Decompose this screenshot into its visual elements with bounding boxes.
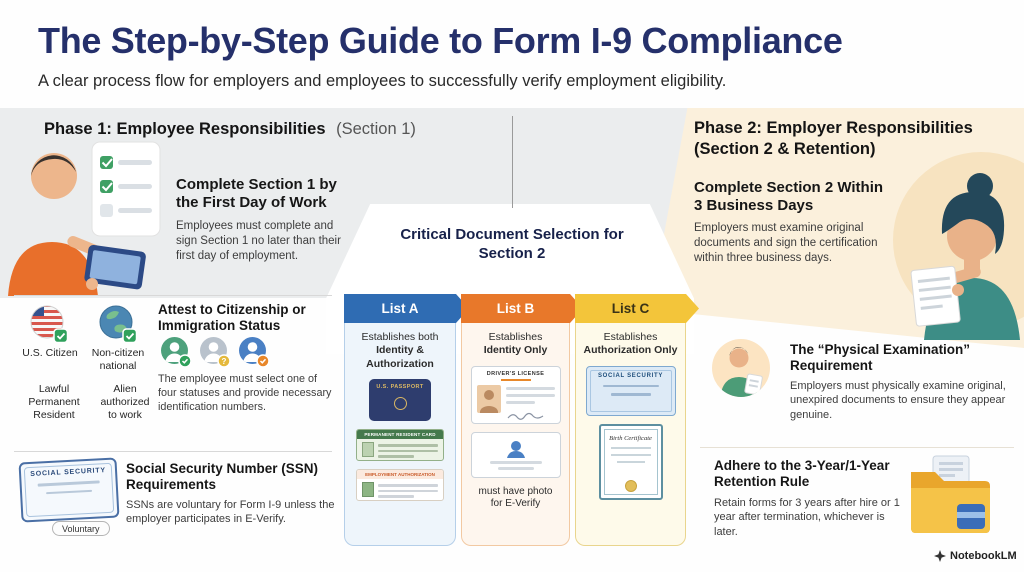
footer-brand: NotebookLM bbox=[934, 550, 1017, 562]
passport-icon: U.S. PASSPORT bbox=[369, 379, 431, 422]
checklist-icon bbox=[91, 141, 161, 237]
employment-authorization-card-icon: EMPLOYMENT AUTHORIZATION bbox=[356, 469, 444, 502]
check-badge-icon bbox=[53, 328, 69, 344]
social-security-card-icon: SOCIAL SECURITY bbox=[585, 365, 676, 416]
phase1-heading-text: Phase 1: Employee Responsibilities bbox=[44, 120, 326, 138]
list-a-header: List A bbox=[344, 294, 469, 323]
us-flag-icon bbox=[30, 305, 69, 344]
status-alien-authorized: Alien authorized to work bbox=[100, 383, 150, 422]
check-badge-icon bbox=[122, 328, 138, 344]
phase2-step1-body: Employers must examine original document… bbox=[694, 222, 878, 264]
phase1-step1-title: Complete Section 1 by the First Day of W… bbox=[176, 176, 337, 211]
phase1-heading-note: (Section 1) bbox=[336, 120, 416, 138]
page-title: The Step-by-Step Guide to Form I-9 Compl… bbox=[38, 20, 843, 61]
phase1-step2-body: The employee must select one of four sta… bbox=[158, 373, 332, 414]
photo-id-icon bbox=[470, 431, 561, 478]
phase2-step2-title: The “Physical Examination” Requirement bbox=[790, 342, 971, 373]
list-a-body: Establishes both Identity & Authorizatio… bbox=[344, 323, 456, 546]
phase1-step2-title: Attest to Citizenship or Immigration Sta… bbox=[158, 302, 306, 333]
drivers-license-icon: DRIVER'S LICENSE bbox=[470, 365, 561, 424]
phase2-step3-body: Retain forms for 3 years after hire or 1… bbox=[714, 497, 900, 538]
status-us-citizen: U.S. Citizen bbox=[22, 347, 78, 359]
permanent-resident-card-icon: PERMANENT RESIDENT CARD bbox=[356, 429, 444, 462]
page-subtitle: A clear process flow for employers and e… bbox=[38, 72, 727, 90]
globe-icon bbox=[99, 305, 138, 344]
avatar-green-check-icon bbox=[161, 337, 192, 368]
phase1-step3-body: SSNs are voluntary for Form I-9 unless t… bbox=[126, 499, 335, 526]
document-icon bbox=[744, 373, 763, 396]
person-silhouette-icon bbox=[506, 440, 525, 458]
avatar-question-icon: ? bbox=[200, 337, 231, 368]
list-c-desc: Establishes Authorization Only bbox=[583, 331, 678, 357]
phase1-step1-body: Employees must complete and sign Section… bbox=[176, 220, 341, 262]
folder-icon bbox=[911, 455, 990, 533]
status-noncitizen: Non-citizen national bbox=[91, 347, 145, 373]
list-c-column: List C Establishes Authorization Only SO… bbox=[575, 294, 686, 546]
question-badge-icon bbox=[217, 354, 231, 368]
list-b-column: List B Establishes Identity Only DRIVER'… bbox=[461, 294, 570, 546]
examiner-avatar-icon bbox=[712, 339, 770, 397]
divider bbox=[14, 295, 332, 296]
phase-divider-line bbox=[512, 116, 513, 208]
employer-illustration bbox=[893, 152, 1024, 340]
document-icon bbox=[910, 265, 961, 327]
social-security-card-icon: SOCIAL SECURITY bbox=[18, 457, 120, 523]
list-b-header: List B bbox=[461, 294, 583, 323]
document-selection-heading: Critical Document Selection for Section … bbox=[400, 226, 624, 262]
archive-box-icon bbox=[957, 504, 985, 529]
svg-text:?: ? bbox=[222, 357, 227, 366]
list-b-desc: Establishes Identity Only bbox=[483, 331, 548, 357]
list-b-body: Establishes Identity Only DRIVER'S LICEN… bbox=[461, 323, 570, 546]
status-lawful-resident: Lawful Permanent Resident bbox=[28, 383, 80, 422]
status-avatars: ? bbox=[160, 336, 270, 368]
list-c-body: Establishes Authorization Only SOCIAL SE… bbox=[575, 323, 686, 546]
phase2-heading-note: (Section 2 & Retention) bbox=[694, 139, 876, 158]
employee-tablet-illustration bbox=[8, 141, 161, 296]
voluntary-badge: Voluntary bbox=[52, 521, 110, 536]
avatar-blue-check-icon bbox=[239, 337, 270, 368]
phase2-step2-body: Employers must physically examine origin… bbox=[790, 380, 1006, 421]
phase2-heading: Phase 2: Employer Responsibilities (Sect… bbox=[694, 118, 1014, 159]
notebooklm-logo-icon bbox=[934, 550, 946, 562]
list-b-note: must have photo for E-Verify bbox=[478, 485, 553, 510]
tablet-icon bbox=[84, 244, 146, 290]
phase1-step3-title: Social Security Number (SSN) Requirement… bbox=[126, 461, 319, 492]
list-a-desc: Establishes both Identity & Authorizatio… bbox=[361, 331, 439, 370]
seal-icon bbox=[624, 479, 637, 492]
divider bbox=[14, 451, 332, 452]
ssn-card-illustration: SOCIAL SECURITY Voluntary bbox=[18, 457, 122, 536]
divider bbox=[700, 447, 1014, 448]
list-c-header: List C bbox=[575, 294, 699, 323]
birth-certificate-icon: Birth Certificate bbox=[598, 423, 663, 500]
phase2-heading-text: Phase 2: Employer Responsibilities bbox=[694, 119, 973, 137]
phase2-step3-title: Adhere to the 3-Year/1-Year Retention Ru… bbox=[714, 458, 890, 489]
phase2-step1-title: Complete Section 2 Within 3 Business Day… bbox=[694, 179, 884, 214]
phase1-heading: Phase 1: Employee Responsibilities (Sect… bbox=[44, 120, 514, 139]
brand-label: NotebookLM bbox=[950, 550, 1017, 562]
signature-icon bbox=[507, 412, 543, 420]
list-a-column: List A Establishes both Identity & Autho… bbox=[344, 294, 456, 546]
